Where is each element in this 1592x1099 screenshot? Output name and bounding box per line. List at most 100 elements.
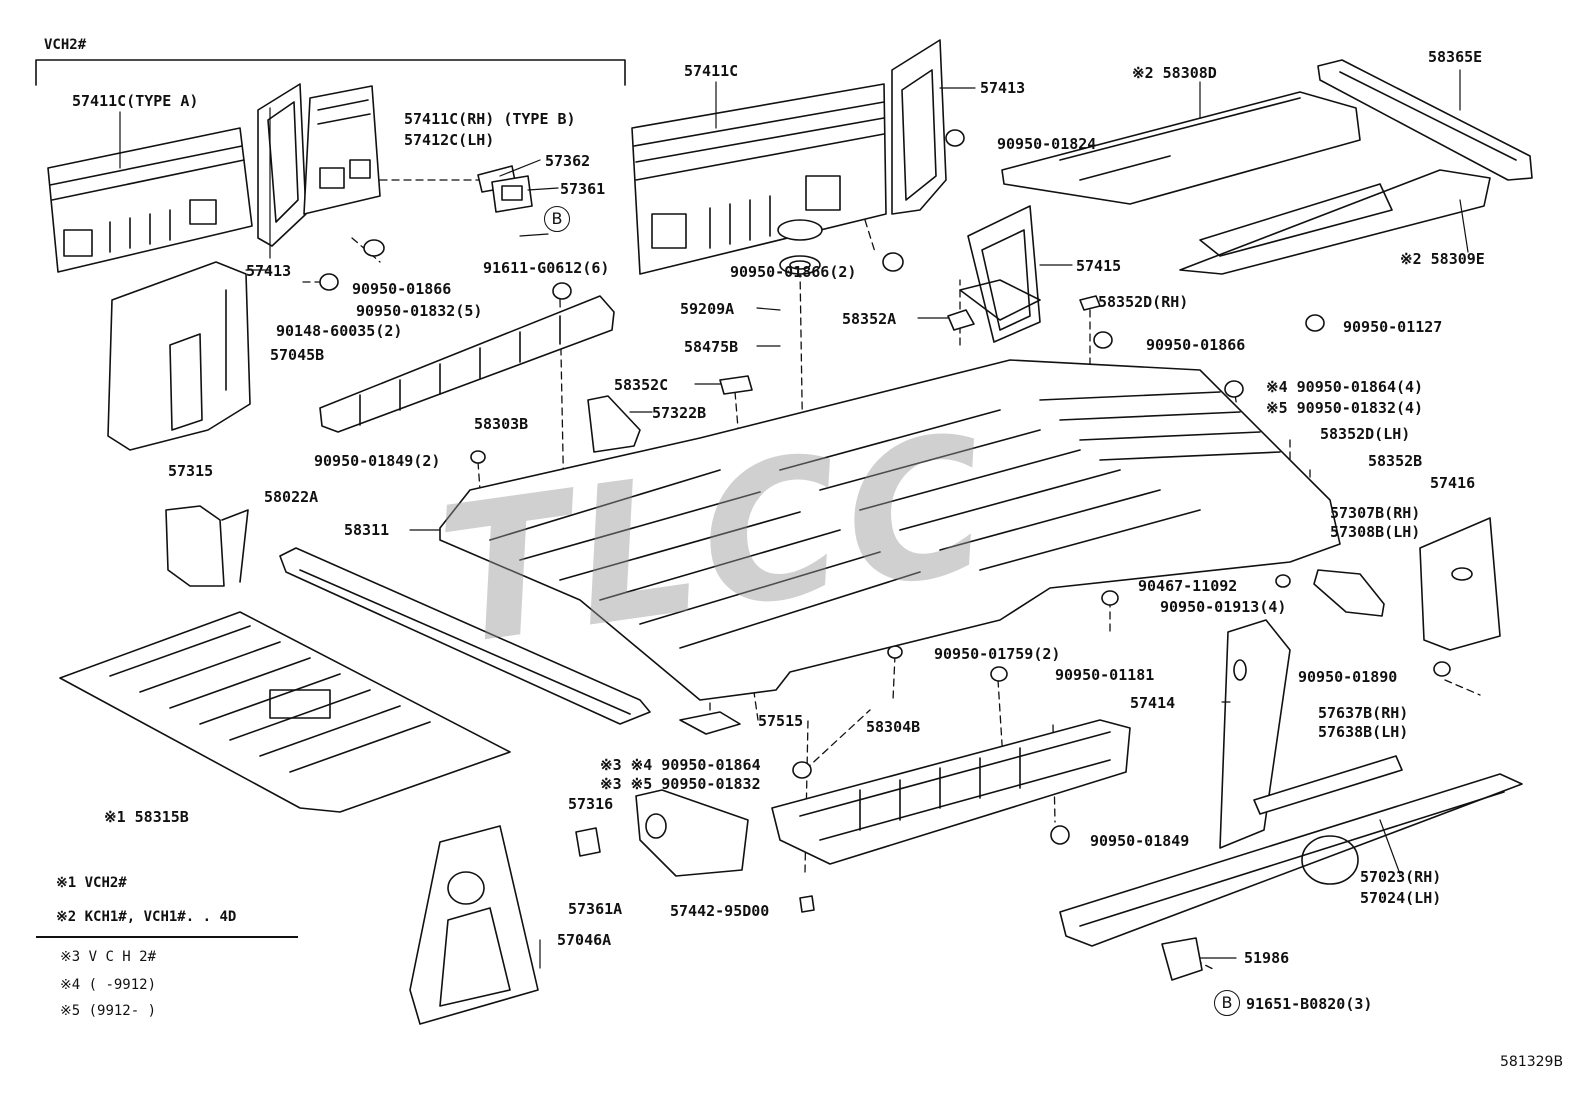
part-label-90950-01913: 90950-01913(4): [1160, 598, 1287, 616]
part-label-57413-left: 57413: [246, 262, 292, 280]
part-label-90950-01866-2: 90950-01866(2): [730, 263, 857, 281]
bracket-57315: [165, 505, 225, 587]
part-label-57413-center: 57413: [980, 79, 1026, 97]
part-label-90950-01832-5: 90950-01832(5): [356, 302, 483, 320]
part-label-57637b: 57637B(RH): [1318, 704, 1409, 722]
floor-pan-58311: [439, 279, 1341, 701]
crossmember-58309e: [1179, 169, 1491, 275]
reinforcement-57637b: [1253, 755, 1403, 815]
panel-57411c-type-b: [303, 85, 381, 215]
part-label-90950-01849-2: 90950-01849(2): [314, 452, 441, 470]
part-label-57315: 57315: [168, 462, 214, 480]
part-label-90950-01849: 90950-01849: [1090, 832, 1190, 850]
part-label-57023: 57023(RH): [1360, 868, 1442, 886]
part-label-51986: 51986: [1244, 949, 1290, 967]
part-label-57411c-center: 57411C: [684, 62, 739, 80]
reference-marker-b-upper: B: [544, 206, 570, 232]
panel-57411c-center: [631, 83, 887, 275]
part-label-58311: 58311: [344, 521, 390, 539]
part-label-58308d: ※2 58308D: [1132, 64, 1217, 82]
crossmember-58308d: [1001, 91, 1361, 205]
part-label-90950-01759: 90950-01759(2): [934, 645, 1061, 663]
part-label-57361: 57361: [560, 180, 606, 198]
part-label-57414: 57414: [1130, 694, 1176, 712]
part-label-57416: 57416: [1430, 474, 1476, 492]
part-label-90950-01866-right: 90950-01866: [1146, 336, 1246, 354]
clip-58352d-rh: [1079, 295, 1101, 311]
footnote-1: ※1 VCH2#: [56, 875, 127, 891]
pillar-57414: [1219, 619, 1291, 849]
clip-57515: [679, 711, 741, 735]
footnote-4: ※4 ( -9912): [60, 977, 157, 993]
part-label-57024: 57024(LH): [1360, 889, 1442, 907]
part-label-58303b: 58303B: [474, 415, 529, 433]
plug-58475b: [779, 255, 821, 275]
part-label-90950-01127: 90950-01127: [1343, 318, 1443, 336]
part-label-90950-01181: 90950-01181: [1055, 666, 1155, 684]
variant-bracket: [35, 59, 626, 86]
part-label-58022a: 58022A: [264, 488, 319, 506]
part-label-90950-01864-4: ※4 90950-01864(4): [1266, 378, 1424, 396]
part-label-58352a: 58352A: [842, 310, 897, 328]
part-label-57046a: 57046A: [557, 931, 612, 949]
pillar-57046a: [409, 825, 539, 1025]
panel-57416: [1419, 517, 1501, 651]
part-label-91651: 91651-B0820(3): [1246, 995, 1373, 1013]
plug-59209a: [777, 219, 823, 241]
part-label-57045b: 57045B: [270, 346, 325, 364]
clip-58352a: [947, 309, 975, 331]
footnote-5: ※5 (9912- ): [60, 1003, 157, 1019]
part-label-57515: 57515: [758, 712, 804, 730]
part-label-57362: 57362: [545, 152, 591, 170]
part-label-58352d-lh: 58352D(LH): [1320, 425, 1411, 443]
rail-58303b: [319, 295, 615, 433]
part-label-57307b: 57307B(RH): [1330, 504, 1421, 522]
part-label-91611: 91611-G0612(6): [483, 259, 610, 277]
part-label-58315b: ※1 58315B: [104, 808, 189, 826]
pillar-57415: [967, 205, 1041, 343]
panel-57045b: [107, 261, 251, 451]
part-label-58352c: 58352C: [614, 376, 669, 394]
part-label-58365e: 58365E: [1428, 48, 1483, 66]
part-label-90950-01824: 90950-01824: [997, 135, 1097, 153]
part-label-57322b: 57322B: [652, 404, 707, 422]
side-member-57023: [1059, 773, 1523, 947]
bracket-57316: [635, 789, 749, 877]
bracket-57322b: [587, 395, 641, 453]
part-label-57411c-rh: 57411C(RH) (TYPE B): [404, 110, 576, 128]
fastener-set: [319, 129, 1451, 845]
part-label-57412c-lh: 57412C(LH): [404, 131, 495, 149]
clip-57361: [491, 175, 533, 213]
crossmember-58365e: [1317, 59, 1533, 181]
bracket-51986: [1161, 937, 1203, 981]
part-label-90950-01864-s3: ※3 ※4 90950-01864: [600, 756, 761, 774]
part-label-57415: 57415: [1076, 257, 1122, 275]
bracket-57307b: [1313, 569, 1385, 617]
frame-58304b: [771, 719, 1131, 865]
variant-label: VCH2#: [44, 37, 87, 53]
part-label-58352d-rh: 58352D(RH): [1098, 293, 1189, 311]
part-label-59209a: 59209A: [680, 300, 735, 318]
part-label-90467: 90467-11092: [1138, 577, 1238, 595]
part-label-90148: 90148-60035(2): [276, 322, 403, 340]
floor-58315b: [59, 611, 511, 813]
part-label-58304b: 58304B: [866, 718, 921, 736]
part-label-58352b: 58352B: [1368, 452, 1423, 470]
panel-57411c-type-a: [47, 127, 253, 273]
sill-58022a: [279, 547, 651, 725]
reference-marker-b-lower: B: [1214, 990, 1240, 1016]
part-label-57316: 57316: [568, 795, 614, 813]
part-label-57442: 57442-95D00: [670, 902, 770, 920]
part-label-57361a: 57361A: [568, 900, 623, 918]
part-label-90950-01866-left: 90950-01866: [352, 280, 452, 298]
part-label-57308b: 57308B(LH): [1330, 523, 1421, 541]
part-label-57638b: 57638B(LH): [1318, 723, 1409, 741]
footnote-divider: [36, 936, 298, 938]
part-label-90950-01832-s3: ※3 ※5 90950-01832: [600, 775, 761, 793]
part-label-90950-01890: 90950-01890: [1298, 668, 1398, 686]
part-label-90950-01832-4: ※5 90950-01832(4): [1266, 399, 1424, 417]
part-label-58475b: 58475B: [684, 338, 739, 356]
pillar-57413-center: [891, 39, 947, 215]
